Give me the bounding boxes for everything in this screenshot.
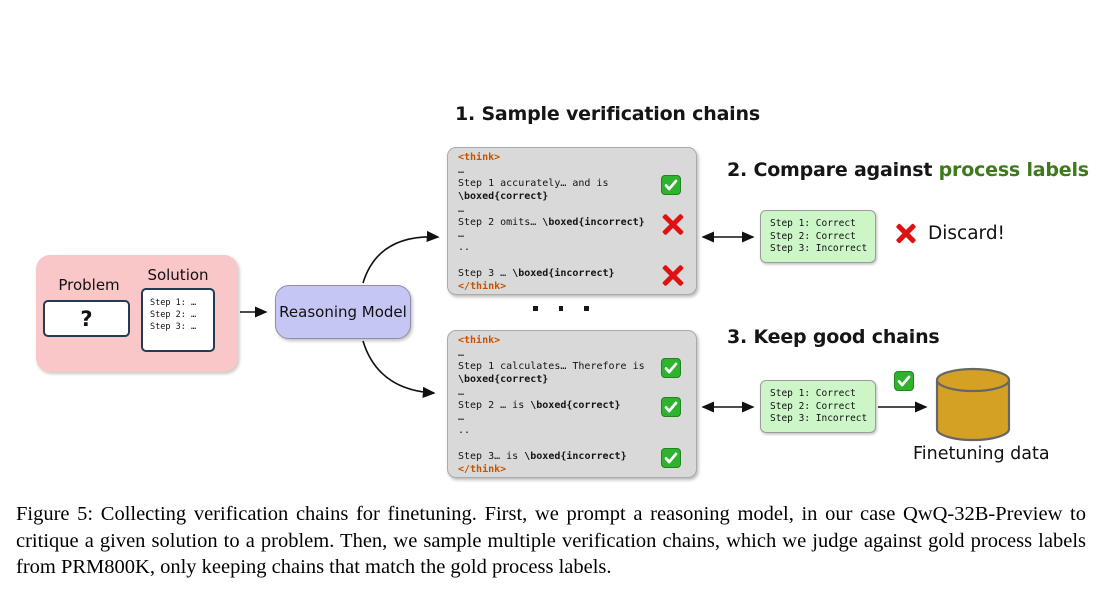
verification-chain-box-bottom: <think>…Step 1 calculates… Therefore is\… bbox=[447, 330, 697, 478]
list-item: Step 2: Correct bbox=[770, 230, 856, 242]
chain-line: <think> bbox=[458, 335, 501, 346]
list-item: Step 3: … bbox=[150, 322, 197, 332]
reasoning-model-node: Reasoning Model bbox=[275, 285, 411, 339]
check-icon bbox=[661, 397, 681, 417]
chain-line: </think> bbox=[458, 281, 507, 293]
chain-line: </think> bbox=[458, 464, 507, 476]
ellipsis-dots-icon bbox=[533, 306, 589, 311]
process-labels-highlight: process labels bbox=[938, 159, 1089, 181]
chain-top-text: <think>…Step 1 accurately… and is\boxed{… bbox=[458, 152, 688, 294]
chain-line: … bbox=[458, 412, 465, 424]
chain-line: … bbox=[458, 164, 465, 176]
chain-line: Step 2 … is \boxed{correct} bbox=[458, 399, 621, 411]
discard-annotation: Discard! bbox=[895, 222, 1005, 244]
chain-line: Step 3… is \boxed{incorrect} bbox=[458, 451, 627, 463]
list-item: Step 1: … bbox=[150, 298, 197, 308]
chain-line: \boxed{correct} bbox=[458, 373, 549, 385]
figure-caption: Figure 5: Collecting verification chains… bbox=[16, 503, 1086, 578]
solution-box: Step 1: … Step 2: … Step 3: … bbox=[141, 288, 215, 352]
check-icon bbox=[894, 371, 914, 391]
chain-line: Step 3 … \boxed{incorrect} bbox=[458, 268, 615, 280]
chain-line: … bbox=[458, 347, 465, 359]
chain-line: Step 1 accurately… and is bbox=[458, 177, 609, 189]
problem-value: ? bbox=[80, 306, 93, 331]
chain-line: … bbox=[458, 203, 465, 215]
cross-icon bbox=[895, 222, 917, 244]
discard-label: Discard! bbox=[928, 222, 1005, 244]
chain-line: .. bbox=[458, 242, 471, 254]
problem-box: ? bbox=[43, 300, 130, 337]
chain-line bbox=[458, 255, 688, 268]
chain-line: \boxed{correct} bbox=[458, 190, 549, 202]
list-item: Step 1: Correct bbox=[770, 388, 856, 399]
chain-line: <think> bbox=[458, 152, 501, 163]
chain-line bbox=[458, 438, 688, 451]
list-item: Step 3: Incorrect bbox=[770, 413, 868, 425]
chain-line: .. bbox=[458, 425, 471, 437]
list-item: Step 3: Incorrect bbox=[770, 243, 868, 255]
list-item: Step 2: … bbox=[150, 310, 197, 320]
check-icon bbox=[661, 448, 681, 468]
cross-icon bbox=[661, 263, 685, 287]
chain-line: Step 1 calculates… Therefore is bbox=[458, 360, 645, 372]
solution-label: Solution bbox=[147, 266, 209, 284]
arrow-model-to-bottom-chain bbox=[362, 340, 436, 398]
stage3-title: 3. Keep good chains bbox=[727, 326, 940, 348]
reasoning-model-label: Reasoning Model bbox=[279, 303, 407, 321]
list-item: Step 1: Correct bbox=[770, 218, 856, 229]
database-icon bbox=[935, 367, 1011, 442]
chain-line: … bbox=[458, 229, 465, 241]
stage2-title: 2. Compare against process labels bbox=[727, 159, 1089, 181]
stage1-title: 1. Sample verification chains bbox=[455, 103, 760, 125]
check-icon bbox=[661, 358, 681, 378]
problem-label: Problem bbox=[58, 276, 120, 294]
problem-solution-panel: Problem ? Solution Step 1: …Step 2: …Ste… bbox=[36, 255, 238, 372]
list-item: Step 2: Correct bbox=[770, 400, 856, 412]
chain-line: … bbox=[458, 386, 465, 398]
verification-chain-box-top: <think>…Step 1 accurately… and is\boxed{… bbox=[447, 147, 697, 295]
check-icon bbox=[661, 175, 681, 195]
cross-icon bbox=[661, 212, 685, 236]
arrow-model-to-top-chain bbox=[362, 230, 440, 284]
chain-bottom-text: <think>…Step 1 calculates… Therefore is\… bbox=[458, 335, 688, 477]
finetuning-data-label: Finetuning data bbox=[913, 444, 1050, 464]
chain-line: Step 2 omits… \boxed{incorrect} bbox=[458, 216, 645, 228]
stage2-title-prefix: 2. Compare against bbox=[727, 159, 939, 181]
